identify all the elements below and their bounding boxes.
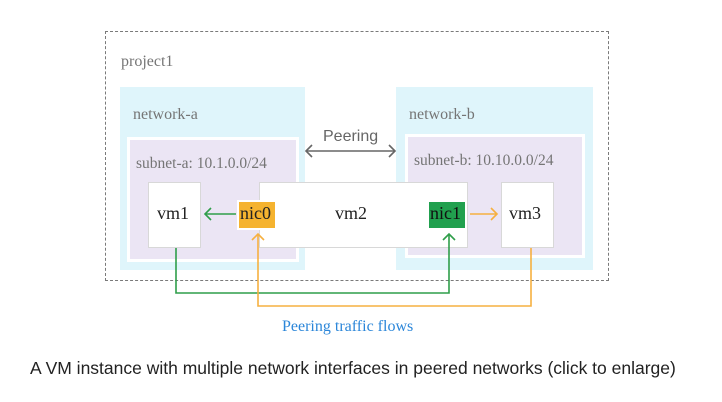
nic1-to-vm3-arrow: [470, 207, 499, 221]
project-boundary: [105, 31, 609, 281]
vm1-box[interactable]: [148, 182, 201, 248]
peering-label: Peering: [323, 128, 379, 145]
vm1-label: vm1: [157, 203, 190, 223]
figure-caption[interactable]: A VM instance with multiple network inte…: [30, 358, 676, 378]
nic1-badge[interactable]: [427, 200, 467, 230]
network-b-label: network-b: [409, 106, 475, 123]
vm3-label: vm3: [509, 203, 542, 223]
subnet-b-label: subnet-b: 10.10.0.0/24: [414, 152, 554, 169]
nic0-label: nic0: [240, 203, 271, 223]
nic1-label: nic1: [430, 203, 461, 223]
peering-flows-label: Peering traffic flows: [282, 318, 414, 335]
nic0-to-vm1-arrow: [203, 207, 236, 221]
nic0-badge[interactable]: [237, 200, 277, 230]
peering-arrow: [304, 144, 397, 158]
network-a-label: network-a: [133, 106, 198, 123]
project-label: project1: [121, 53, 174, 70]
vm2-label: vm2: [335, 203, 368, 223]
subnet-a-label: subnet-a: 10.1.0.0/24: [136, 155, 267, 172]
vm3-box[interactable]: [501, 182, 554, 248]
green-flow-path: [175, 232, 456, 294]
orange-flow-path: [251, 232, 532, 307]
